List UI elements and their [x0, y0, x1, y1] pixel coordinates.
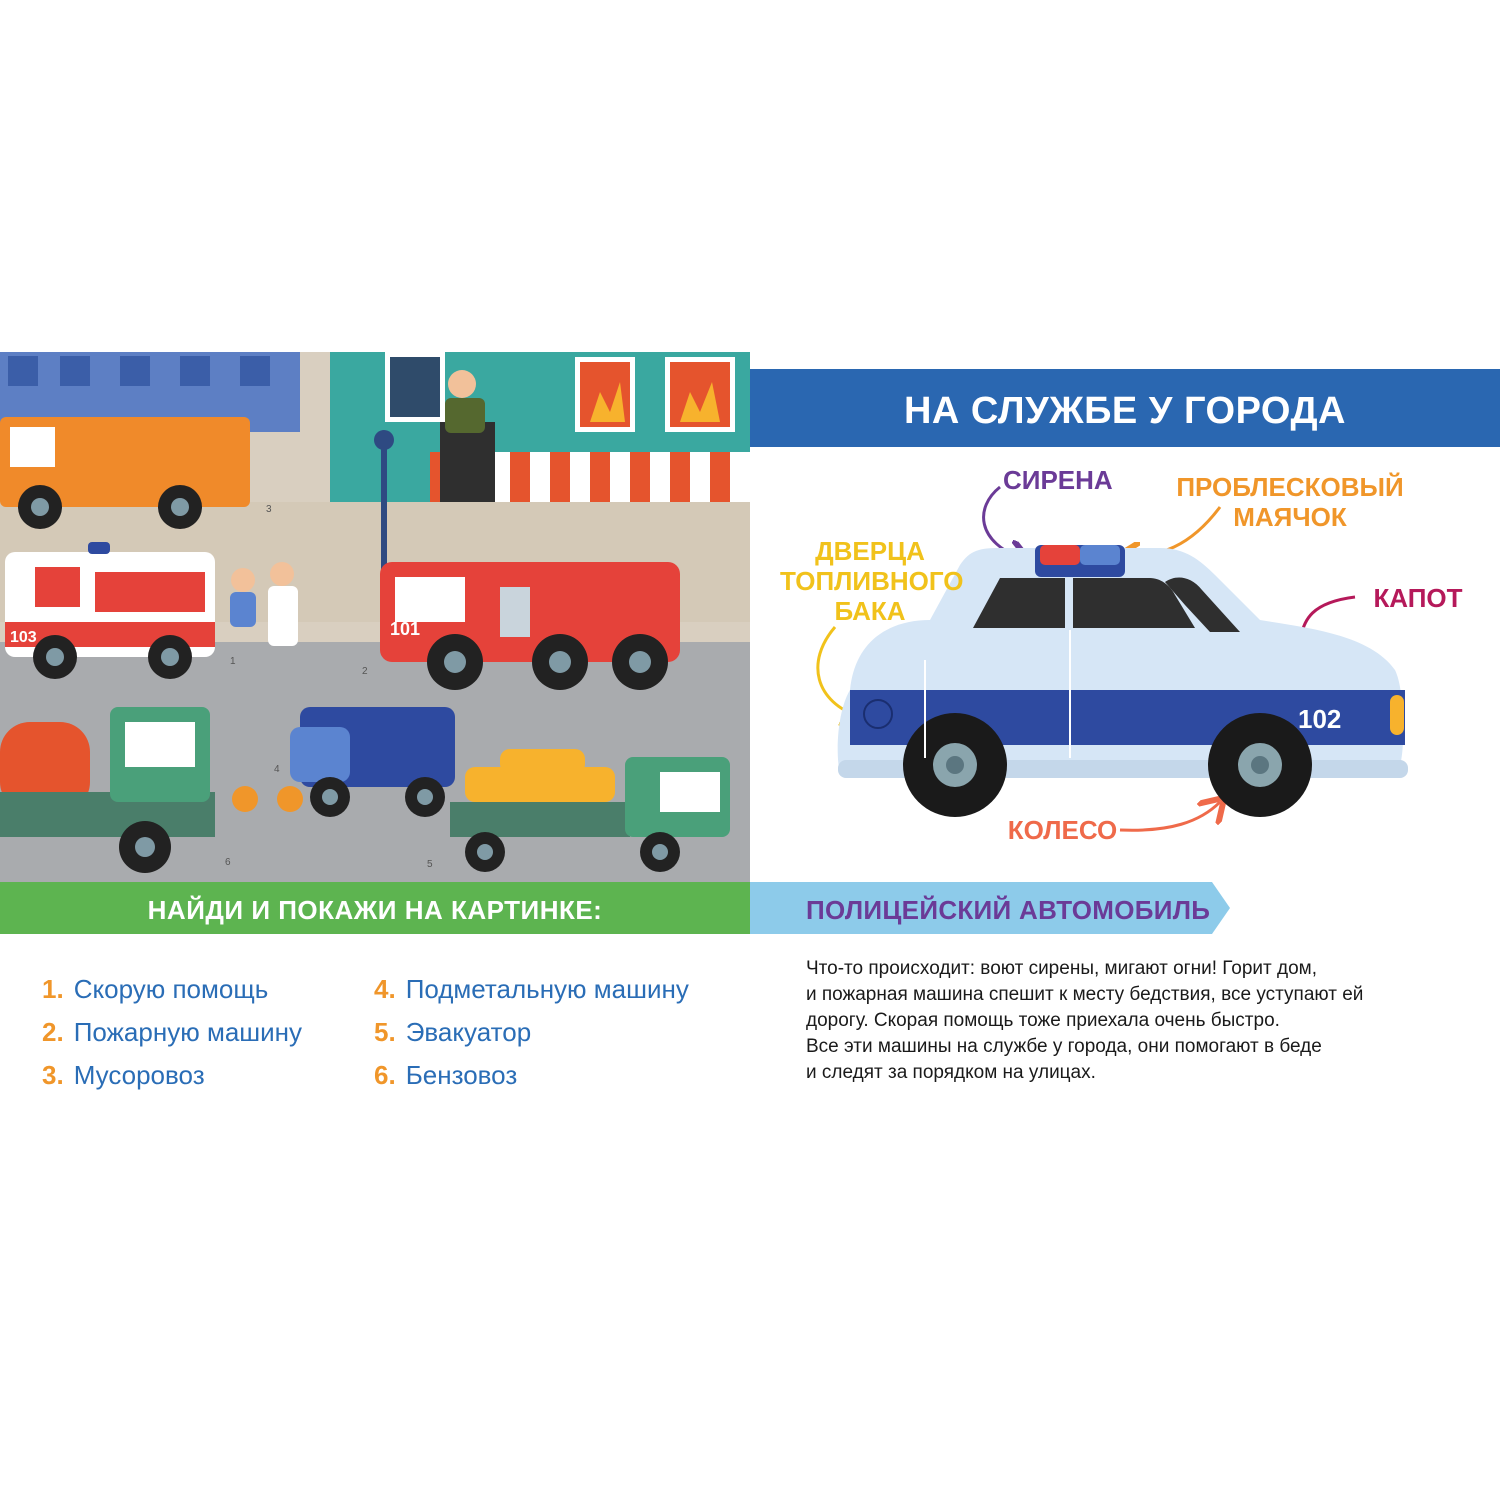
page-title: НА СЛУЖБЕ У ГОРОДА: [903, 390, 1346, 432]
scene-marker-6: 6: [225, 857, 231, 868]
scene-marker-1: 1: [230, 656, 236, 667]
find-item-ambulance: 1. Скорую помощь: [42, 974, 268, 1005]
beacon-label: ПРОБЛЕСКОВЫЙ МАЯЧОК: [1172, 472, 1408, 532]
find-item-label: Эвакуатор: [405, 1017, 532, 1047]
page-header: НА СЛУЖБЕ У ГОРОДА: [750, 369, 1500, 447]
find-item-number: 2.: [42, 1017, 64, 1047]
find-item-sweeper: 4. Подметальную машину: [374, 974, 689, 1005]
beacon-label-line1: ПРОБЛЕСКОВЫЙ: [1176, 472, 1404, 502]
find-item-label: Скорую помощь: [73, 974, 269, 1004]
description: Что-то происходит: воют сирены, мигают о…: [806, 956, 1446, 1086]
find-item-number: 1.: [42, 974, 64, 1004]
find-title-bar: НАЙДИ И ПОКАЖИ НА КАРТИНКЕ:: [0, 882, 750, 934]
wheel-arrow: [1119, 802, 1220, 832]
find-title: НАЙДИ И ПОКАЖИ НА КАРТИНКЕ:: [147, 895, 603, 925]
vehicle-title-banner: ПОЛИЦЕЙСКИЙ АВТОМОБИЛЬ: [750, 882, 1230, 934]
find-item-label: Подметальную машину: [405, 974, 689, 1004]
find-item-tow-truck: 5. Эвакуатор: [374, 1017, 531, 1048]
scene-marker-4: 4: [274, 764, 280, 775]
police-plate-number: 102: [1298, 704, 1341, 734]
hood-label: КАПОТ: [1373, 583, 1463, 613]
fuel-door-label: ДВЕРЦА ТОПЛИВНОГО БАКА: [780, 536, 964, 626]
description-line: Все эти машины на службе у города, они п…: [806, 1036, 1322, 1057]
scene-marker-5: 5: [427, 859, 433, 870]
fuel-door-label-line2: ТОПЛИВНОГО: [780, 566, 964, 596]
wheel-label: КОЛЕСО: [1007, 815, 1118, 845]
find-item-number: 4.: [374, 974, 396, 1004]
scene-marker-3: 3: [266, 504, 272, 515]
find-item-label: Пожарную машину: [73, 1017, 303, 1047]
beacon-label-line2: МАЯЧОК: [1233, 502, 1347, 532]
find-item-label: Мусоровоз: [73, 1060, 205, 1090]
city-scene-svg: 103 101 1 2 3 4 5 6: [0, 352, 750, 882]
ambulance-number: 103: [10, 629, 37, 646]
banner-shape: [750, 882, 1230, 934]
find-item-garbage-truck: 3. Мусоровоз: [42, 1060, 205, 1091]
find-item-fire-truck: 2. Пожарную машину: [42, 1017, 302, 1048]
police-car-svg: 102: [837, 545, 1408, 817]
find-item-number: 3.: [42, 1060, 64, 1090]
scene-marker-2: 2: [362, 666, 368, 677]
fire-truck-number: 101: [390, 619, 420, 639]
find-item-number: 6.: [374, 1060, 396, 1090]
find-item-fuel-truck: 6. Бензовоз: [374, 1060, 517, 1091]
fuel-door-label-line3: БАКА: [834, 596, 906, 626]
fuel-door-label-line1: ДВЕРЦА: [815, 536, 925, 566]
find-item-label: Бензовоз: [405, 1060, 518, 1090]
description-line: и следят за порядком на улицах.: [806, 1062, 1096, 1083]
find-item-number: 5.: [374, 1017, 396, 1047]
city-illustration: 103 101 1 2 3 4 5 6: [0, 352, 750, 882]
siren-label: СИРЕНА: [1003, 465, 1113, 495]
police-car-illustration: 102: [830, 520, 1430, 830]
description-line: Что-то происходит: воют сирены, мигают о…: [806, 958, 1317, 979]
description-line: дорогу. Скорая помощь тоже приехала очен…: [806, 1010, 1280, 1031]
description-line: и пожарная машина спешит к месту бедстви…: [806, 984, 1364, 1005]
vehicle-title: ПОЛИЦЕЙСКИЙ АВТОМОБИЛЬ: [806, 895, 1211, 925]
